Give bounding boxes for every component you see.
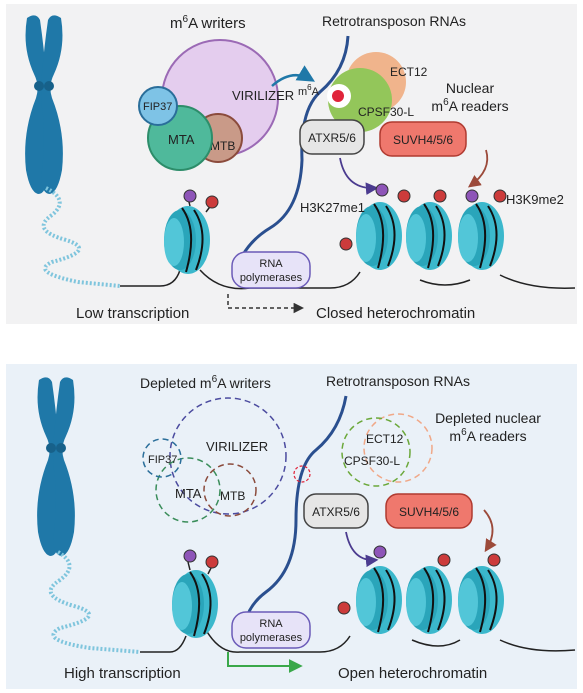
mtb-label-top: MTB xyxy=(210,139,235,153)
polymerase-box-bottom xyxy=(231,611,311,649)
bottom-panel: Depleted m6A writers VIRILIZER MTA MTB F… xyxy=(6,364,577,689)
mta-label-bottom: MTA xyxy=(175,486,202,501)
histone-mark-red-3-bottom xyxy=(337,601,351,615)
mtb-ghost-bottom xyxy=(203,463,257,517)
virilizer-label-top: VIRILIZER xyxy=(232,88,294,103)
closed-arrow-top xyxy=(227,294,305,314)
nucleosome-1-bottom xyxy=(355,565,403,635)
atxr-arrow-top xyxy=(339,157,379,195)
nucleosome-left-top xyxy=(163,205,211,275)
polymerase-label1-bottom: RNA xyxy=(259,618,283,630)
chromatin-label-bottom: Open heterochromatin xyxy=(338,665,487,682)
histone-mark-red-left-top xyxy=(205,195,219,209)
transcription-label-bottom: High transcription xyxy=(64,665,181,682)
histone-mark-purple-2-top xyxy=(465,189,479,203)
ect12-ghost-bottom xyxy=(363,413,433,483)
cpsf30l-label-bottom: CPSF30-L xyxy=(344,454,400,468)
chromatin-strand-bottom xyxy=(48,550,141,654)
ect12-label-bottom: ECT12 xyxy=(366,432,404,446)
nucleosome-3-bottom xyxy=(457,565,505,635)
readers-label-top: Nuclear xyxy=(446,80,495,96)
nucleosome-left-bottom xyxy=(171,569,219,639)
atxr-box-top xyxy=(299,119,365,155)
histone-mark-purple-1-top xyxy=(375,183,389,197)
mta-label-top: MTA xyxy=(168,132,195,147)
rna-strand-bottom xyxy=(244,395,348,621)
atxr-label-bottom: ATXR5/6 xyxy=(312,505,360,519)
retro-label-bottom: Retrotransposon RNAs xyxy=(326,373,470,389)
transcription-label-top: Low transcription xyxy=(76,305,189,322)
readers-label-bottom: Depleted nuclear xyxy=(435,410,541,426)
ect12-label-top: ECT12 xyxy=(390,65,428,79)
nucleosome-2-bottom xyxy=(405,565,453,635)
writers-label-bottom: Depleted m6A writers xyxy=(140,374,271,391)
readers-sublabel-bottom: m6A readers xyxy=(449,427,526,444)
chromatin-label-top: Closed heterochromatin xyxy=(316,305,475,322)
histone-mark-red-2-bottom xyxy=(487,553,501,567)
m6a-label-top: m6A xyxy=(298,83,320,98)
nucleosome-3-top xyxy=(457,201,505,271)
suvh-label-bottom: SUVH4/5/6 xyxy=(399,505,459,519)
histone-mark-red-left-bottom xyxy=(205,555,219,569)
readers-sublabel-top: m6A readers xyxy=(431,97,508,114)
cpsf30l-ghost-bottom xyxy=(341,417,411,487)
histone-mark-red-3-top xyxy=(493,189,507,203)
atxr-box-bottom xyxy=(303,493,369,529)
top-panel: m6A writers VIRILIZER MTB MTA FIP37 Retr… xyxy=(6,4,577,324)
fip37-shape-top xyxy=(138,86,178,126)
histone-mark-red-2-top xyxy=(433,189,447,203)
virilizer-label-bottom: VIRILIZER xyxy=(206,439,268,454)
histone-mark-red-1-top xyxy=(397,189,411,203)
m6a-mark-top xyxy=(332,90,344,102)
open-arrow-bottom xyxy=(227,652,303,673)
fip37-ghost-bottom xyxy=(142,438,182,478)
suvh-box-bottom xyxy=(385,493,473,529)
writer-arrow-top xyxy=(271,65,316,87)
suvh-label-top: SUVH4/5/6 xyxy=(393,133,453,147)
histone-tail-left-a-bottom xyxy=(187,561,191,571)
fip37-label-bottom: FIP37 xyxy=(148,454,177,466)
polymerase-label2-top: polymerases xyxy=(240,272,303,284)
polymerase-label1-top: RNA xyxy=(259,258,283,270)
h3k27-label-top: H3K27me1 xyxy=(300,200,365,215)
fip37-label-top: FIP37 xyxy=(143,101,172,113)
mta-ghost-bottom xyxy=(155,457,221,523)
polymerase-label2-bottom: polymerases xyxy=(240,632,303,644)
suvh-arrow-bottom xyxy=(483,509,497,553)
virilizer-ghost-bottom xyxy=(169,397,287,515)
polymerase-box-top xyxy=(231,251,311,289)
histone-mark-purple-left-top xyxy=(183,189,197,203)
atxr-arrow-bottom xyxy=(345,531,379,568)
atxr-label-top: ATXR5/6 xyxy=(308,131,356,145)
nucleosome-2-top xyxy=(405,201,453,271)
rna-strand-top xyxy=(238,35,350,261)
histone-mark-purple-left-bottom xyxy=(183,549,197,563)
histone-mark-red-1-bottom xyxy=(437,553,451,567)
retro-label-top: Retrotransposon RNAs xyxy=(322,13,466,29)
cpsf30l-label-top: CPSF30-L xyxy=(358,105,414,119)
writers-label-top: m6A writers xyxy=(170,14,246,32)
histone-mark-purple-1-bottom xyxy=(373,545,387,559)
chromatin-strand-top xyxy=(41,186,121,288)
suvh-arrow-top xyxy=(467,149,489,188)
suvh-box-top xyxy=(379,121,467,157)
histone-mark-red-4-top xyxy=(339,237,353,251)
mtb-label-bottom: MTB xyxy=(220,489,245,503)
m6a-ghost-bottom xyxy=(293,465,311,483)
dna-line-bottom xyxy=(140,629,576,653)
h3k9-label-top: H3K9me2 xyxy=(506,192,564,207)
cpsf30l-shape-top xyxy=(328,68,392,132)
